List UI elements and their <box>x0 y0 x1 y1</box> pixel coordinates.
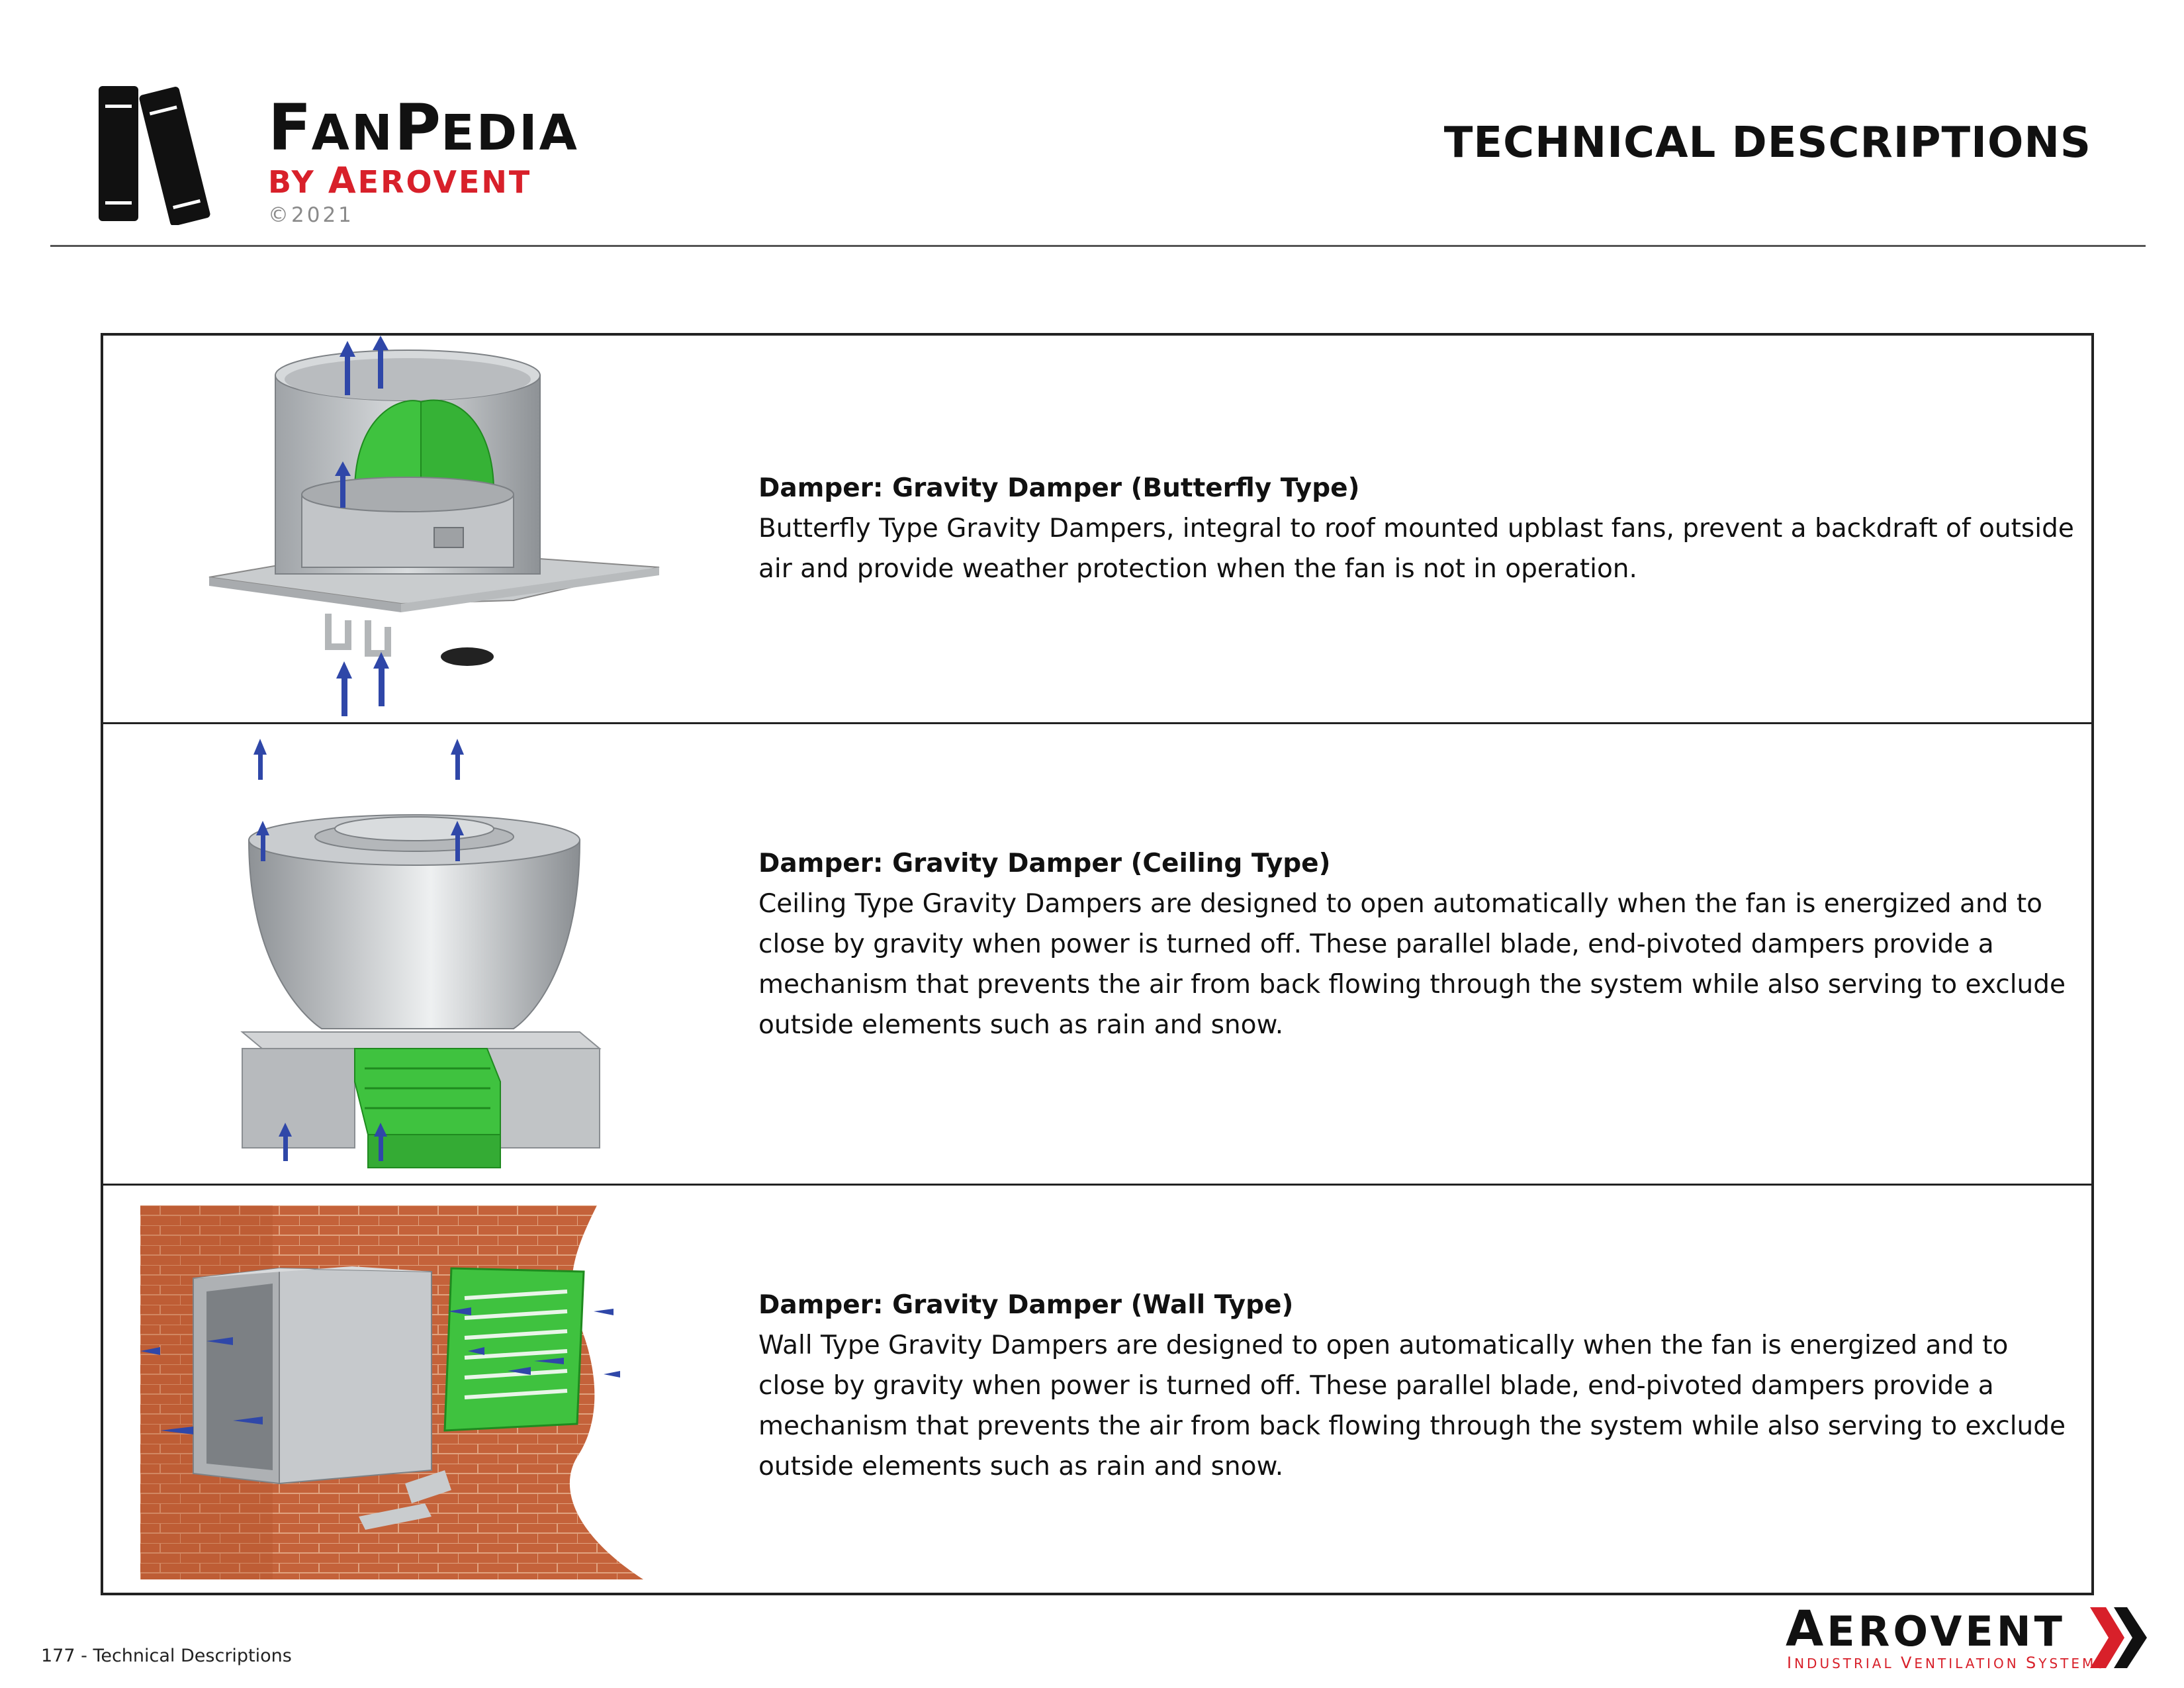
table-row: Damper: Gravity Damper (Butterfly Type) … <box>103 336 2091 724</box>
item-title: Damper: Gravity Damper (Ceiling Type) <box>758 849 1331 878</box>
item-description: Damper: Gravity Damper (Ceiling Type) Ce… <box>758 843 2075 1045</box>
wall-damper-illustration <box>140 1205 643 1579</box>
item-description: Damper: Gravity Damper (Butterfly Type) … <box>758 468 2075 589</box>
brand-pedia-rest: EDIA <box>441 105 579 162</box>
brand-copyright: ©2021 <box>268 203 354 227</box>
footer-page-label: 177 - Technical Descriptions <box>41 1646 292 1666</box>
ceiling-damper-illustration <box>240 739 602 1168</box>
brand-byline-rest: EROVENT <box>357 164 532 200</box>
item-body: Ceiling Type Gravity Dampers are designe… <box>758 889 2066 1040</box>
aerovent-chevrons-logo-icon <box>2090 1607 2147 1668</box>
item-title: Damper: Gravity Damper (Butterfly Type) <box>758 473 1360 503</box>
footer-brand-initial: A <box>1786 1601 1827 1658</box>
footer-tag-industrial: NDUSTRIAL <box>1794 1656 1901 1671</box>
brand-fan-rest: AN <box>311 105 394 162</box>
footer-tag-v: V <box>1900 1654 1915 1672</box>
item-title: Damper: Gravity Damper (Wall Type) <box>758 1290 1294 1320</box>
content-table: Damper: Gravity Damper (Butterfly Type) … <box>101 333 2094 1595</box>
butterfly-damper-illustration <box>208 336 660 716</box>
footer-tag-systems: YSTEMS <box>2038 1656 2107 1671</box>
brand-byline: BY AEROVENT <box>268 163 531 199</box>
brand-pedia-initial: P <box>394 91 441 165</box>
brand-byline-by: BY <box>268 164 328 200</box>
page-title: TECHNICAL DESCRIPTIONS <box>1443 118 2091 167</box>
footer-brand-rest: EROVENT <box>1827 1607 2066 1656</box>
item-description: Damper: Gravity Damper (Wall Type) Wall … <box>758 1285 2075 1487</box>
item-body: Wall Type Gravity Dampers are designed t… <box>758 1331 2066 1481</box>
footer-tag-ventilation: ENTILATION <box>1914 1656 2026 1671</box>
footer-brand: AEROVENT <box>1786 1605 2066 1654</box>
fanpedia-books-logo-icon <box>99 86 210 225</box>
brand-byline-a: A <box>328 160 358 201</box>
footer-tag-s: S <box>2026 1654 2039 1672</box>
table-row: Damper: Gravity Damper (Ceiling Type) Ce… <box>103 724 2091 1186</box>
table-row: Damper: Gravity Damper (Wall Type) Wall … <box>103 1186 2091 1593</box>
header-divider <box>50 245 2146 247</box>
item-body: Butterfly Type Gravity Dampers, integral… <box>758 514 2074 584</box>
brand-name: FANPEDIA <box>268 96 579 160</box>
footer-tag-i: I <box>1787 1654 1795 1672</box>
brand-fan-initial: F <box>268 91 312 165</box>
footer-tagline: INDUSTRIAL VENTILATION SYSTEMS <box>1787 1655 2107 1671</box>
